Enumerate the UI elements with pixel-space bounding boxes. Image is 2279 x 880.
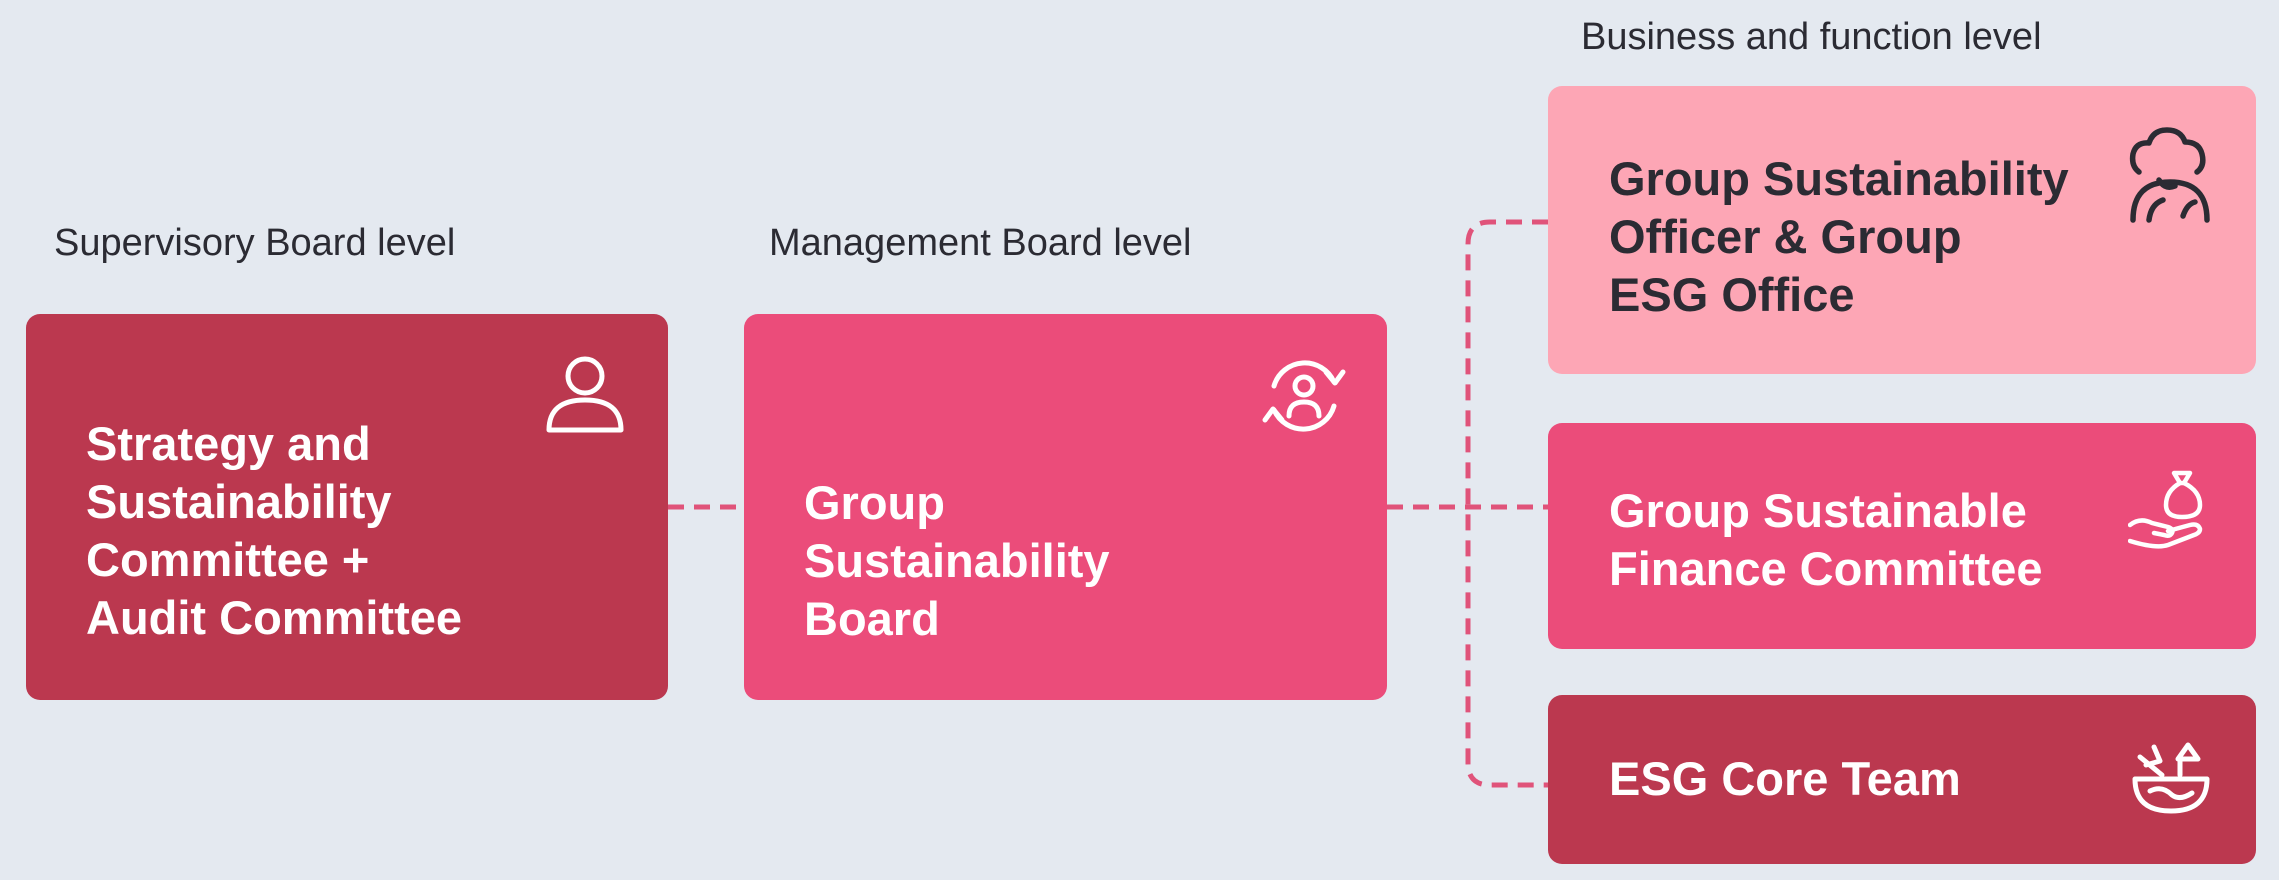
person-cycle-icon (1262, 356, 1346, 436)
connector-bracket (1465, 219, 1548, 788)
esg-core-team-box: ESG Core Team (1548, 695, 2256, 864)
sustainable-finance-committee-box: Group Sustainable Finance Committee (1548, 423, 2256, 649)
supervisory-level-label: Supervisory Board level (54, 222, 456, 264)
group-sustainability-board-title: Group Sustainability Board (804, 476, 1110, 645)
business-level-label: Business and function level (1581, 16, 2042, 58)
sustainability-officer-title: Group Sustainability Officer & Group ESG… (1609, 152, 2069, 321)
bowl-recycle-icon (2132, 739, 2210, 815)
management-level-label: Management Board level (769, 222, 1192, 264)
person-icon (546, 356, 624, 434)
strategy-committee-box: Strategy and Sustainability Committee + … (26, 314, 668, 700)
group-sustainability-board-box: Group Sustainability Board (744, 314, 1387, 700)
hand-money-bag-icon (2128, 469, 2212, 549)
cloud-globe-icon (2129, 126, 2211, 224)
sustainable-finance-committee-title: Group Sustainable Finance Committee (1609, 484, 2043, 595)
sustainability-officer-box: Group Sustainability Officer & Group ESG… (1548, 86, 2256, 374)
esg-core-team-title: ESG Core Team (1609, 752, 1961, 805)
strategy-committee-title: Strategy and Sustainability Committee + … (86, 417, 462, 644)
